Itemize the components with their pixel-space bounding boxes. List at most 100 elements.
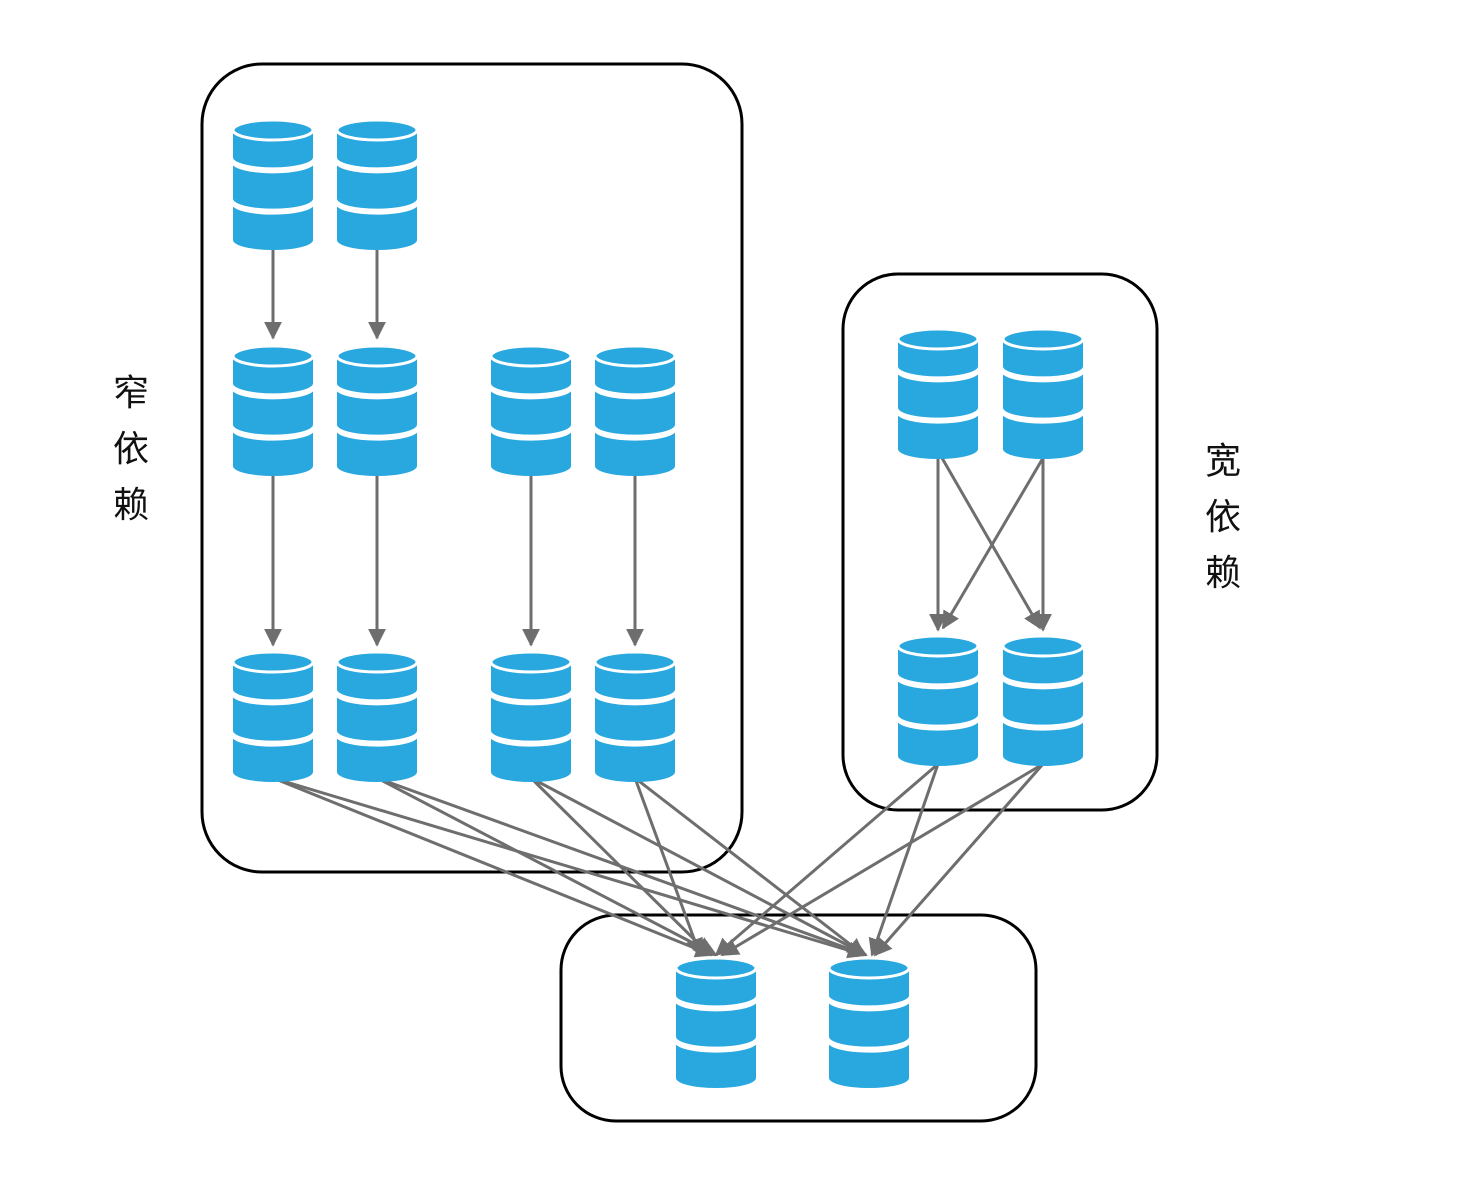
database-icon — [1001, 327, 1085, 459]
dependency-arrow — [530, 776, 868, 957]
dependency-arrow — [714, 762, 939, 957]
database-segment — [1003, 411, 1083, 459]
database-icon — [1001, 634, 1085, 766]
dependency-arrow — [272, 776, 866, 959]
dependency-arrow — [376, 776, 718, 957]
database-icon — [489, 344, 573, 476]
dependency-arrow — [720, 762, 1044, 957]
database-icon — [896, 327, 980, 459]
database-icon — [593, 344, 677, 476]
database-top — [489, 344, 573, 368]
database-separator — [1001, 676, 1085, 690]
database-segment — [233, 161, 313, 209]
database-top — [827, 956, 911, 980]
database-separator — [1001, 411, 1085, 424]
database-separator — [231, 734, 315, 747]
database-icons — [231, 118, 1085, 1088]
database-separator — [231, 428, 315, 441]
database-segment — [595, 693, 675, 741]
database-separator — [231, 160, 315, 174]
database-icon — [896, 634, 980, 766]
database-segment — [491, 387, 571, 435]
database-top — [489, 650, 573, 674]
database-separator — [335, 734, 419, 747]
dependency-arrow — [633, 777, 703, 957]
database-segment — [233, 693, 313, 741]
dependency-arrows — [264, 246, 1052, 959]
dependency-arrow — [634, 776, 866, 957]
database-icon — [674, 956, 758, 1088]
database-icon — [231, 118, 315, 250]
database-segment — [233, 202, 313, 250]
database-separator — [335, 692, 419, 706]
database-segment — [337, 202, 417, 250]
database-segment — [1003, 677, 1083, 725]
narrow-label-char-2: 依 — [112, 429, 149, 470]
database-top — [1001, 634, 1085, 658]
database-segment — [595, 387, 675, 435]
database-segment — [898, 411, 978, 459]
database-separator — [674, 1040, 758, 1053]
narrow-label-char-3: 赖 — [112, 485, 149, 526]
database-segment — [233, 428, 313, 476]
database-segment — [337, 387, 417, 435]
dependency-arrow — [529, 776, 712, 957]
database-separator — [335, 202, 419, 215]
database-segment — [595, 428, 675, 476]
database-top — [335, 118, 419, 142]
database-separator — [489, 428, 573, 441]
dependency-arrow — [868, 763, 940, 957]
database-separator — [896, 369, 980, 383]
database-separator — [489, 386, 573, 400]
wide-label-char-2: 依 — [1204, 497, 1241, 538]
dependency-arrow — [940, 457, 1042, 630]
database-segment — [898, 718, 978, 766]
database-icon — [335, 118, 419, 250]
wide-dependency-group — [841, 272, 1159, 812]
database-separator — [231, 692, 315, 706]
dependency-arrow — [272, 776, 714, 958]
database-separator — [1001, 369, 1085, 383]
database-separator — [896, 718, 980, 731]
database-top — [231, 344, 315, 368]
wide-label-char-3: 赖 — [1204, 553, 1241, 594]
database-top — [335, 650, 419, 674]
database-segment — [1003, 718, 1083, 766]
database-segment — [491, 428, 571, 476]
database-top — [231, 118, 315, 142]
database-segment — [491, 693, 571, 741]
database-separator — [231, 386, 315, 400]
database-segment — [337, 428, 417, 476]
database-separator — [593, 734, 677, 747]
database-icon — [335, 650, 419, 782]
database-separator — [335, 386, 419, 400]
database-segment — [491, 734, 571, 782]
database-segment — [676, 1040, 756, 1088]
database-separator — [827, 1040, 911, 1053]
database-icon — [489, 650, 573, 782]
database-top — [674, 956, 758, 980]
dependency-arrow — [873, 763, 1045, 957]
database-segment — [337, 693, 417, 741]
database-separator — [674, 998, 758, 1012]
dependency-arrow — [941, 457, 1045, 630]
result-group — [559, 913, 1038, 1123]
database-icon — [593, 650, 677, 782]
database-segment — [233, 387, 313, 435]
database-segment — [898, 370, 978, 418]
database-segment — [1003, 370, 1083, 418]
database-segment — [337, 734, 417, 782]
database-segment — [337, 161, 417, 209]
narrow-dependency-group — [200, 62, 744, 874]
database-top — [896, 634, 980, 658]
database-separator — [896, 676, 980, 690]
database-separator — [231, 202, 315, 215]
database-top — [896, 327, 980, 351]
database-segment — [829, 1040, 909, 1088]
database-segment — [233, 734, 313, 782]
database-separator — [489, 692, 573, 706]
database-top — [1001, 327, 1085, 351]
database-separator — [489, 734, 573, 747]
database-separator — [593, 386, 677, 400]
